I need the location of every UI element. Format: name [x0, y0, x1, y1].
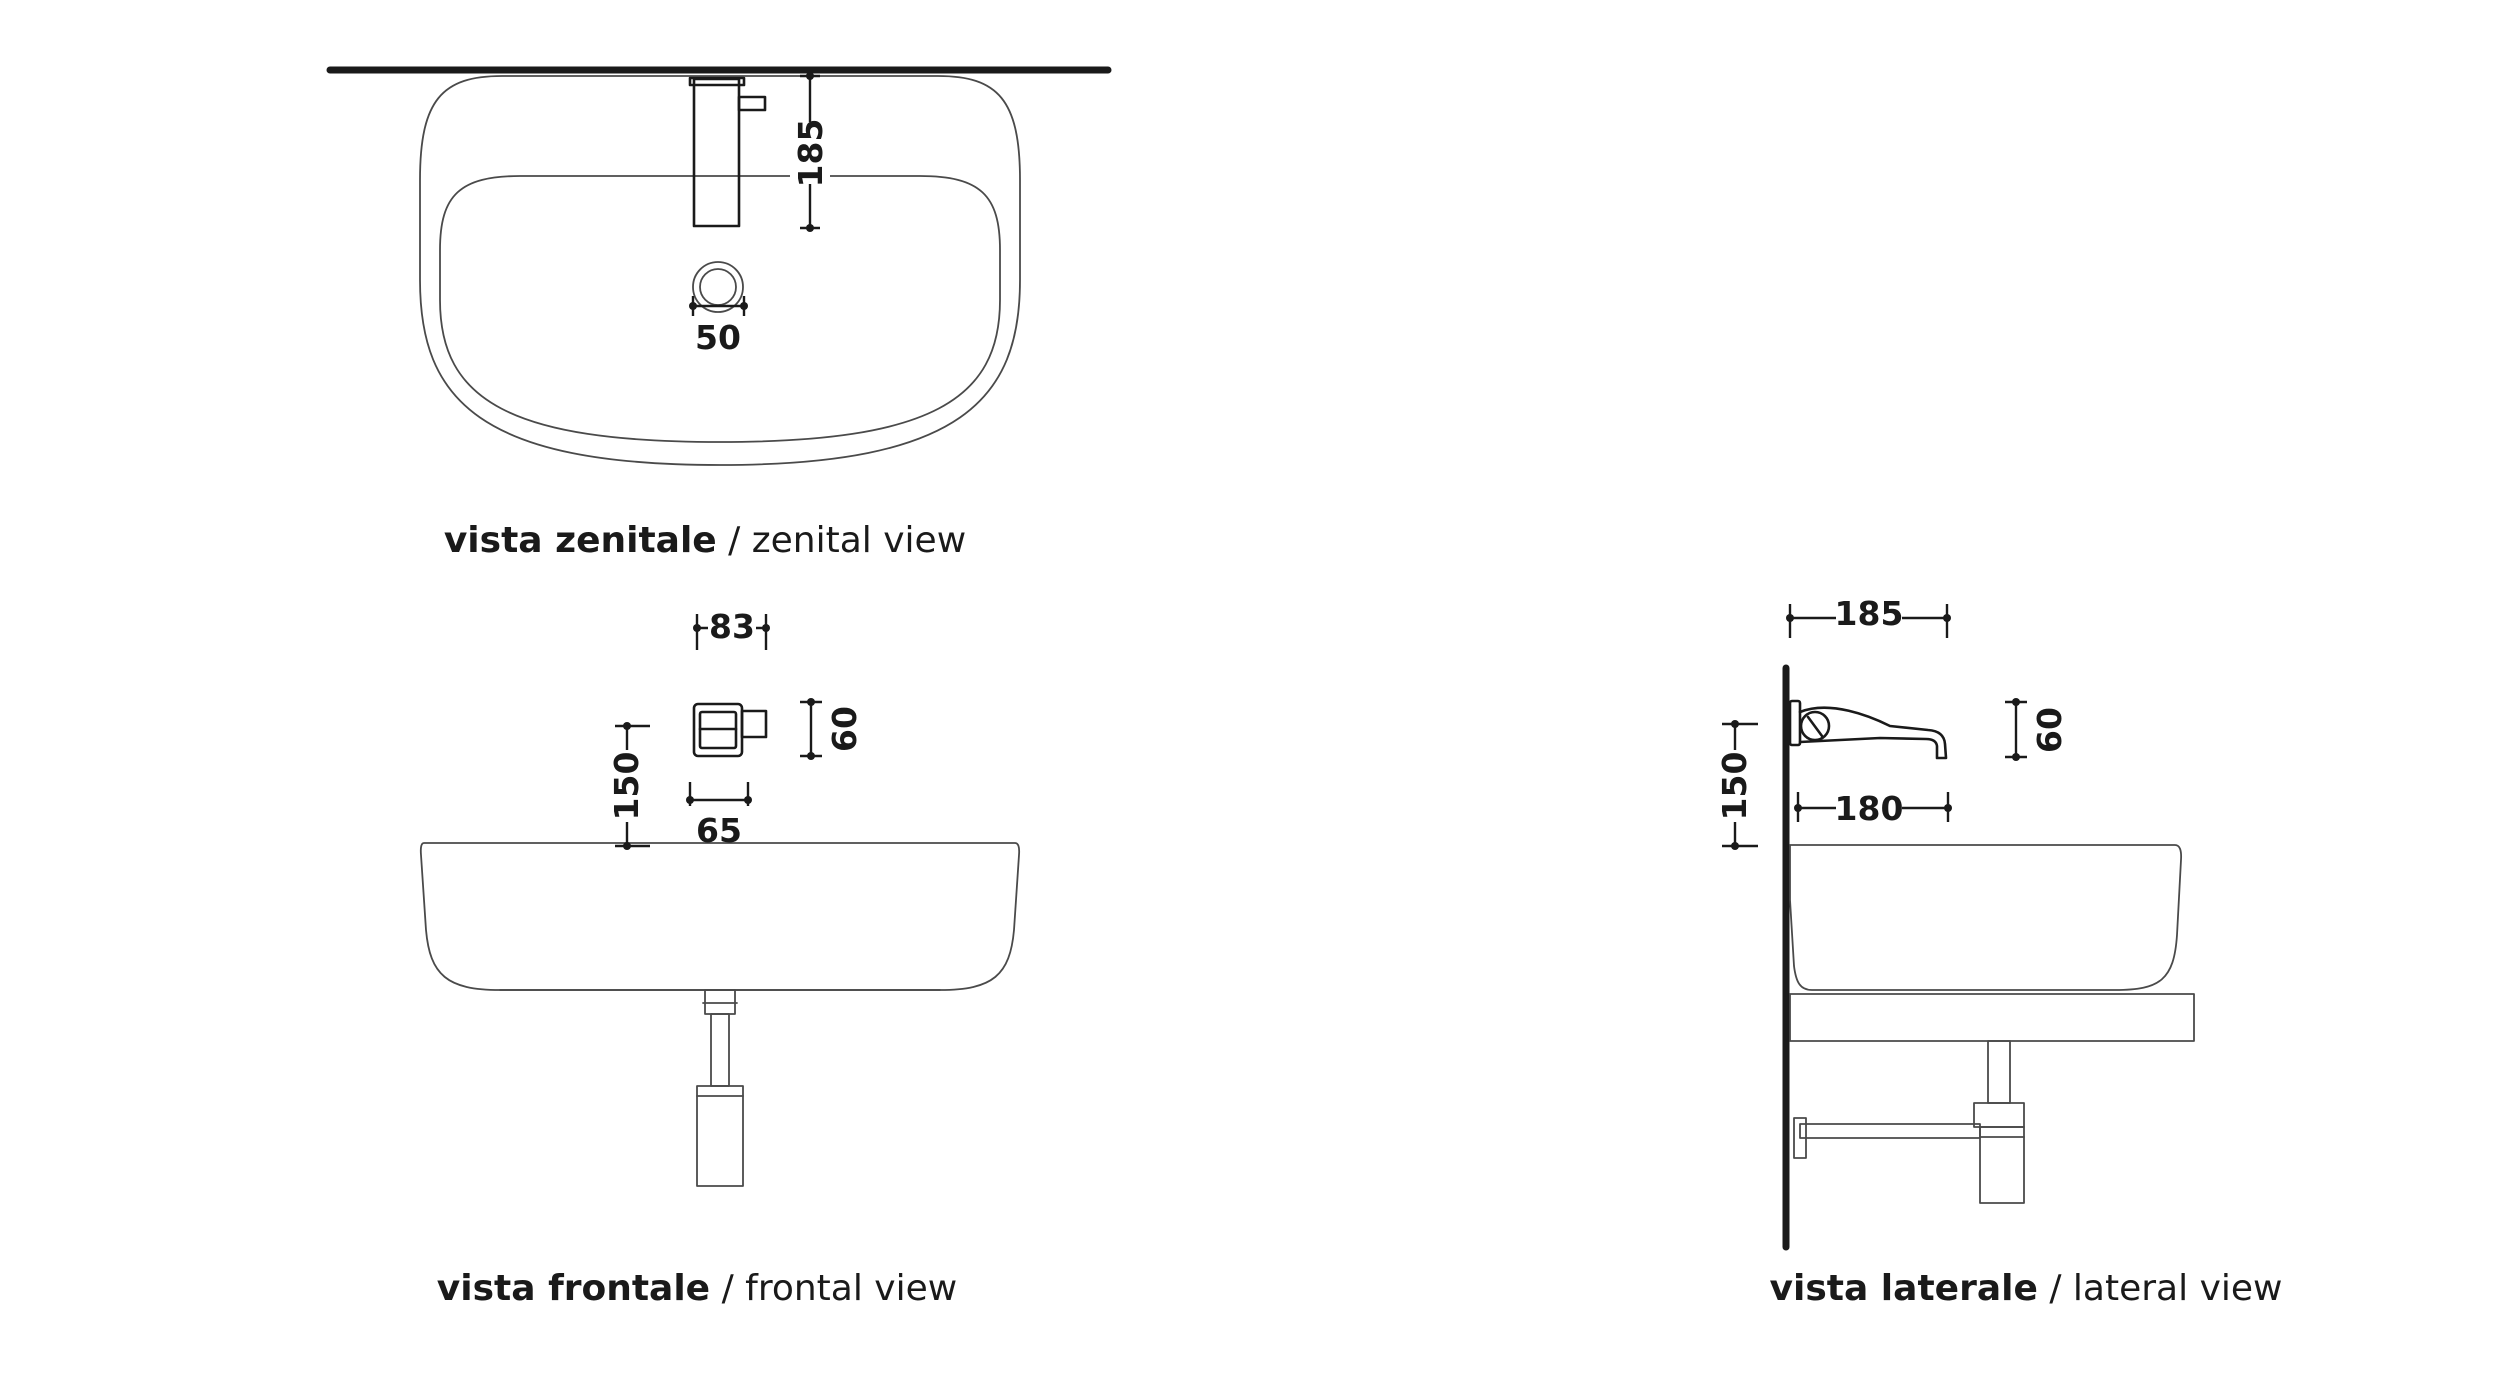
caption-lateral-view: vista laterale / lateral view: [1770, 1268, 2283, 1309]
dim-label: 60: [2030, 707, 2069, 753]
dim-label: 60: [825, 706, 864, 752]
dim-label: 185: [1835, 594, 1904, 633]
dim-frontal-150: 150: [605, 722, 650, 850]
dim-label: 185: [791, 119, 830, 188]
dim-lateral-150: 150: [1712, 720, 1758, 850]
caption-english: lateral view: [2072, 1268, 2283, 1309]
spout-top-view: [688, 76, 767, 228]
faucet-handle-disc: [1799, 710, 1831, 742]
dim-label: 50: [695, 318, 741, 357]
basin-outline-inner: [439, 175, 1001, 443]
frontal-view: 83 60 65: [419, 607, 1021, 1187]
caption-english: frontal view: [745, 1268, 958, 1309]
basin-side-outline: [1789, 844, 2183, 991]
faucet-front: [692, 702, 768, 758]
dim-lateral-60: 60: [2005, 698, 2069, 761]
basin-outline-outer: [419, 75, 1021, 466]
faucet-handle: [740, 709, 768, 739]
siphon-side: [1793, 1040, 2025, 1204]
drain-outer: [692, 261, 744, 313]
drain-top-view: [692, 261, 744, 313]
dim-frontal-60: 60: [800, 698, 864, 760]
dim-zenital-185: 185: [790, 72, 830, 232]
basin-front-outline: [419, 842, 1021, 991]
caption-italian: vista frontale: [436, 1268, 711, 1309]
drain-inner: [699, 268, 737, 306]
dim-zenital-50: 50: [689, 296, 748, 357]
spout-body: [692, 77, 741, 228]
dim-frontal-83: 83: [693, 607, 770, 650]
dim-lateral-185: 185: [1786, 594, 1951, 638]
dim-lateral-180: 180: [1794, 788, 1952, 828]
zenital-view: 185 50: [326, 66, 1112, 466]
spout-base-plate: [688, 76, 746, 87]
dim-label: 150: [607, 752, 646, 821]
caption-separator: /: [728, 520, 741, 561]
caption-separator: /: [2049, 1268, 2062, 1309]
dim-label: 150: [1715, 752, 1754, 821]
dim-label: 180: [1835, 789, 1904, 828]
dim-label: 65: [696, 811, 742, 850]
caption-frontal-view: vista frontale / frontal view: [437, 1268, 957, 1309]
caption-separator: /: [721, 1268, 734, 1309]
siphon-front: [696, 989, 744, 1187]
faucet-wall-plate: [1788, 699, 1802, 747]
caption-italian: vista zenitale: [443, 520, 717, 561]
countertop: [1789, 993, 2195, 1042]
caption-zenital-view: vista zenitale / zenital view: [444, 520, 966, 561]
dim-frontal-65: 65: [686, 782, 752, 850]
lateral-view: 185 180 150: [1712, 594, 2195, 1251]
caption-english: zenital view: [751, 520, 967, 561]
dim-label: 83: [709, 607, 755, 646]
spout-lever: [737, 95, 767, 112]
faucet-spout-profile: [1798, 706, 1948, 760]
faucet-side: [1788, 699, 1948, 760]
caption-italian: vista laterale: [1769, 1268, 2038, 1309]
